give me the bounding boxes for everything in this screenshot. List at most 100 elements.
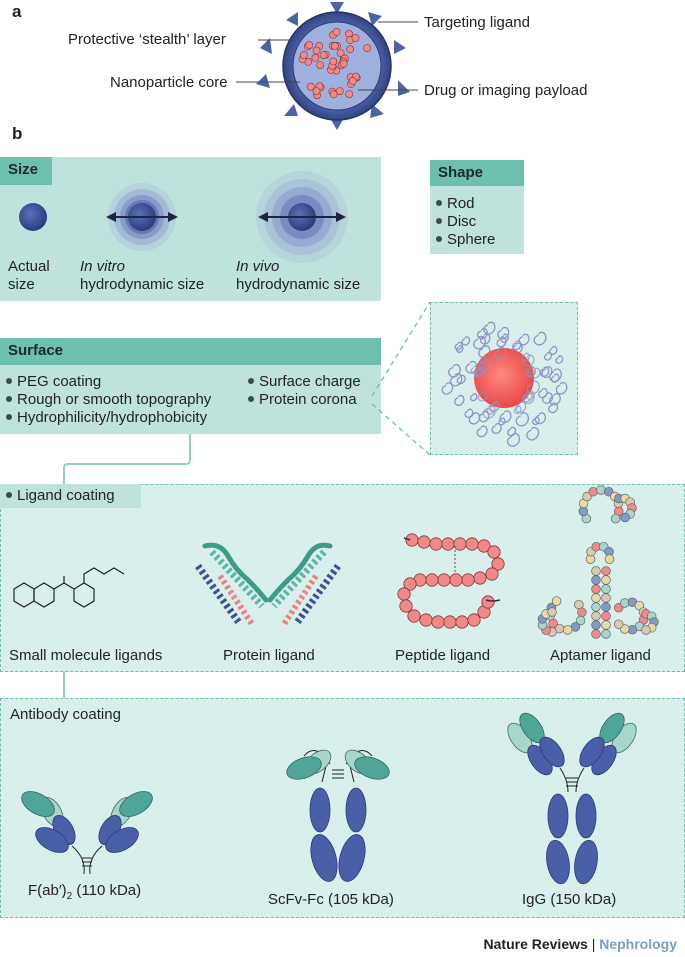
aptamer-bead [577,607,587,618]
corona-protein [491,423,502,435]
aptamer-bead [578,506,589,517]
peptide-bead [473,571,487,585]
corona-protein [479,356,487,364]
corona-protein [539,366,550,377]
peptide-bead [443,615,457,629]
corona-protein [531,416,540,426]
corona-protein [555,355,564,364]
payload-dot [319,51,328,60]
shape-item: Rod [436,195,495,213]
aptamer-bead [613,619,624,629]
targeting-ligand-label: Targeting ligand [424,14,530,31]
corona-protein [498,417,506,426]
peptide-bead [429,537,443,551]
corona-protein [486,405,496,415]
surface-list-right: Surface charge Protein corona [248,373,361,409]
aptamer-bead [562,625,573,635]
corona-protein [555,382,568,395]
corona-protein [449,373,463,387]
peptide-bead [417,535,431,549]
corona-protein [468,412,481,425]
in-vitro-label: In vitro hydrodynamic size [80,258,205,293]
corona-protein [483,321,496,335]
peptide-bead [453,537,467,551]
surface-item: Hydrophilicity/hydrophobicity [6,409,211,427]
corona-protein [550,373,560,383]
small-molecule-structure [13,567,125,608]
corona-protein [538,388,548,399]
surface-item: Rough or smooth topography [6,391,211,409]
shape-item: Sphere [436,231,495,249]
actual-size-label: Actual size [8,258,50,293]
protein-corona-illustration [441,321,568,447]
aptamer-bead [588,486,599,497]
aptamer-bead [591,575,601,585]
corona-protein [506,432,521,447]
antibody-illustrations [21,712,637,885]
corona-protein [496,336,507,348]
peptide-bead [441,537,455,551]
corona-protein [518,333,530,346]
aptamer-bead [591,566,601,576]
ligand-coating-header: Ligand coating [6,487,115,505]
aptamer-bead [601,611,611,621]
peptide-bead [397,587,411,601]
peptide-bead [407,609,421,623]
brand-name: Nature Reviews [483,936,588,952]
journal-footer: Nature Reviews | Nephrology [484,936,677,952]
peptide-bead [419,613,433,627]
corona-protein [478,410,490,423]
payload-label: Drug or imaging payload [424,82,588,99]
corona-protein [515,401,527,414]
aptamer-bead [601,566,611,576]
targeting-ligands [256,2,410,130]
corona-protein [507,426,517,437]
payload-dot [332,28,341,36]
aptamer-bead [601,584,611,594]
corona-protein [521,352,530,362]
corona-protein [523,354,535,367]
payload-dot [348,77,357,85]
scfv-fc-label: ScFv-Fc (105 kDa) [268,891,394,908]
corona-protein [547,402,559,414]
aptamer-bead [601,602,611,612]
payload-dot [312,46,321,55]
aptamer-bead [601,593,611,603]
corona-protein [477,391,488,402]
fab2-label: F(ab′)2 (110 kDa) [28,882,142,902]
peptide-bead [455,615,469,629]
corona-protein [474,367,484,377]
payload-dot [329,57,338,66]
aptamer-bead [620,512,630,523]
surface-item: Surface charge [248,373,361,391]
aptamer-bead [591,611,601,621]
igg-antibody [507,712,637,885]
aptamer-bead [582,491,592,502]
payload-dot [335,87,344,95]
aptamer-bead [591,584,601,594]
aptamer-bead [547,607,557,617]
payload-dot [312,87,321,95]
corona-protein [499,410,512,424]
in-vivo-label: In vivo hydrodynamic size [236,258,361,293]
surface-item: Protein corona [248,391,361,409]
corona-protein [534,412,547,425]
corona-protein [541,366,553,379]
payload-dot [316,61,325,69]
peptide-bead [431,615,445,629]
fab2-antibody [21,791,153,875]
corona-protein [526,426,540,441]
peptide-bead [477,539,491,553]
brand-separator: | [591,936,596,952]
aptamer-bead [591,620,601,630]
peptide-bead [425,573,439,587]
corona-protein [456,374,466,385]
aptamer-bead [591,602,601,612]
shape-list: Rod Disc Sphere [436,195,495,249]
aptamer-ligand-structure [537,485,659,639]
ligand-coating-box [0,484,685,672]
corona-protein [522,391,535,405]
payload-dot [311,54,320,62]
aptamer-bead [604,554,615,564]
